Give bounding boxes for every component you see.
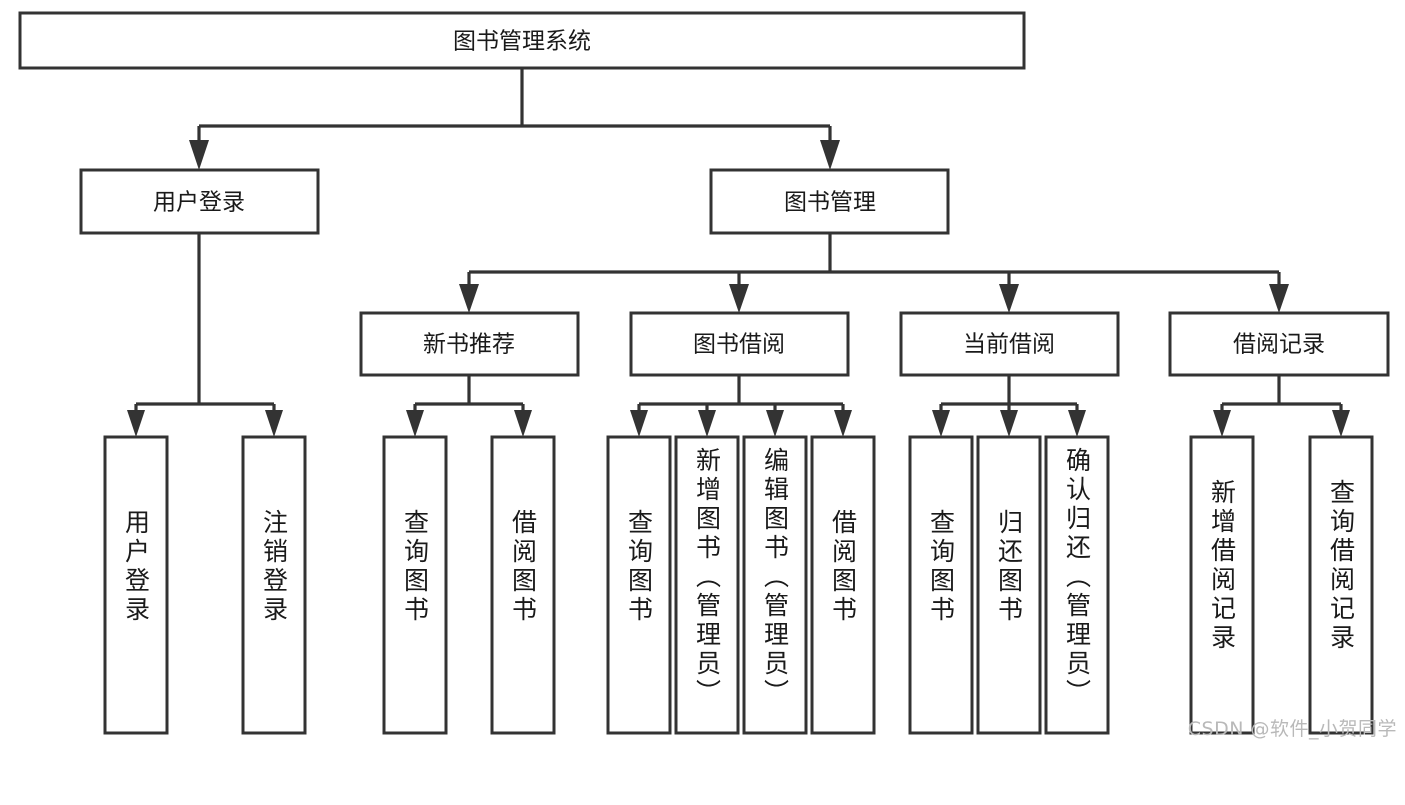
node-user-login-label: 用户登录	[153, 190, 245, 216]
node-book-management[interactable]: 图书管理	[709, 168, 950, 235]
connector-records-to-leaves	[1213, 375, 1350, 437]
node-user-login[interactable]: 用户登录	[79, 168, 320, 235]
node-borrow-records-label: 借阅记录	[1233, 332, 1325, 358]
leaf-node-query-book-3[interactable]	[908, 435, 974, 735]
node-current-borrow-box[interactable]	[899, 311, 1120, 377]
node-book-management-box[interactable]	[709, 168, 950, 235]
leaf-node-add-record-box[interactable]	[1189, 435, 1255, 735]
leaf-node-query-book-1[interactable]	[382, 435, 448, 735]
connector-bookmgmt-to-level3	[459, 233, 1289, 313]
connector-borrow-to-leaves	[630, 375, 852, 437]
node-new-book-recommend[interactable]: 新书推荐	[359, 311, 580, 377]
diagram-canvas: 图书管理系统 用户登录 图书管理 新书推荐 图书借阅 当前借阅 借阅记录	[18, 11, 1390, 735]
leaf-node-borrow-book-1-box[interactable]	[490, 435, 556, 735]
watermark-text: CSDN @软件_小贺同学	[1187, 718, 1397, 740]
leaf-node-user-login[interactable]	[103, 435, 169, 735]
leaf-node-logout[interactable]	[241, 435, 307, 735]
leaf-node-edit-book[interactable]	[742, 435, 808, 735]
leaf-node-query-record[interactable]	[1308, 435, 1374, 735]
leaf-node-user-login-box[interactable]	[103, 435, 169, 735]
node-current-borrow[interactable]: 当前借阅	[899, 311, 1120, 377]
node-borrow-records[interactable]: 借阅记录	[1168, 311, 1390, 377]
leaf-node-edit-book-box[interactable]	[742, 435, 808, 735]
node-user-login-box[interactable]	[79, 168, 320, 235]
leaf-node-query-book-2[interactable]	[606, 435, 672, 735]
node-book-borrow-box[interactable]	[629, 311, 850, 377]
leaf-node-add-record[interactable]	[1189, 435, 1255, 735]
leaf-node-borrow-book-1[interactable]	[490, 435, 556, 735]
leaf-node-confirm-return[interactable]	[1044, 435, 1110, 735]
diagram-root: 图书管理系统 用户登录 图书管理 新书推荐 图书借阅 当前借阅 借阅记录	[18, 11, 1397, 740]
leaf-node-add-book[interactable]	[674, 435, 740, 735]
node-current-borrow-label: 当前借阅	[963, 332, 1055, 358]
leaf-node-return-book-box[interactable]	[976, 435, 1042, 735]
node-root-box[interactable]	[18, 11, 1026, 70]
connector-current-to-leaves	[932, 375, 1086, 437]
leaf-node-query-book-2-box[interactable]	[606, 435, 672, 735]
leaf-node-borrow-book-2-box[interactable]	[810, 435, 876, 735]
node-borrow-records-box[interactable]	[1168, 311, 1390, 377]
connector-newbook-to-leaves	[406, 375, 532, 437]
node-root-label: 图书管理系统	[453, 29, 591, 55]
leaf-node-add-book-box[interactable]	[674, 435, 740, 735]
leaf-node-logout-box[interactable]	[241, 435, 307, 735]
node-book-management-label: 图书管理	[784, 190, 876, 216]
node-new-book-recommend-label: 新书推荐	[423, 332, 515, 358]
node-book-borrow[interactable]: 图书借阅	[629, 311, 850, 377]
leaf-node-query-book-1-box[interactable]	[382, 435, 448, 735]
connector-root-to-level2	[189, 68, 840, 170]
leaf-node-return-book[interactable]	[976, 435, 1042, 735]
leaf-node-query-record-box[interactable]	[1308, 435, 1374, 735]
leaf-node-confirm-return-box[interactable]	[1044, 435, 1110, 735]
node-new-book-recommend-box[interactable]	[359, 311, 580, 377]
leaf-node-borrow-book-2[interactable]	[810, 435, 876, 735]
leaf-node-query-book-3-box[interactable]	[908, 435, 974, 735]
connector-userlogin-to-leaves	[127, 233, 283, 437]
node-root[interactable]: 图书管理系统	[18, 11, 1026, 70]
node-book-borrow-label: 图书借阅	[693, 332, 785, 358]
